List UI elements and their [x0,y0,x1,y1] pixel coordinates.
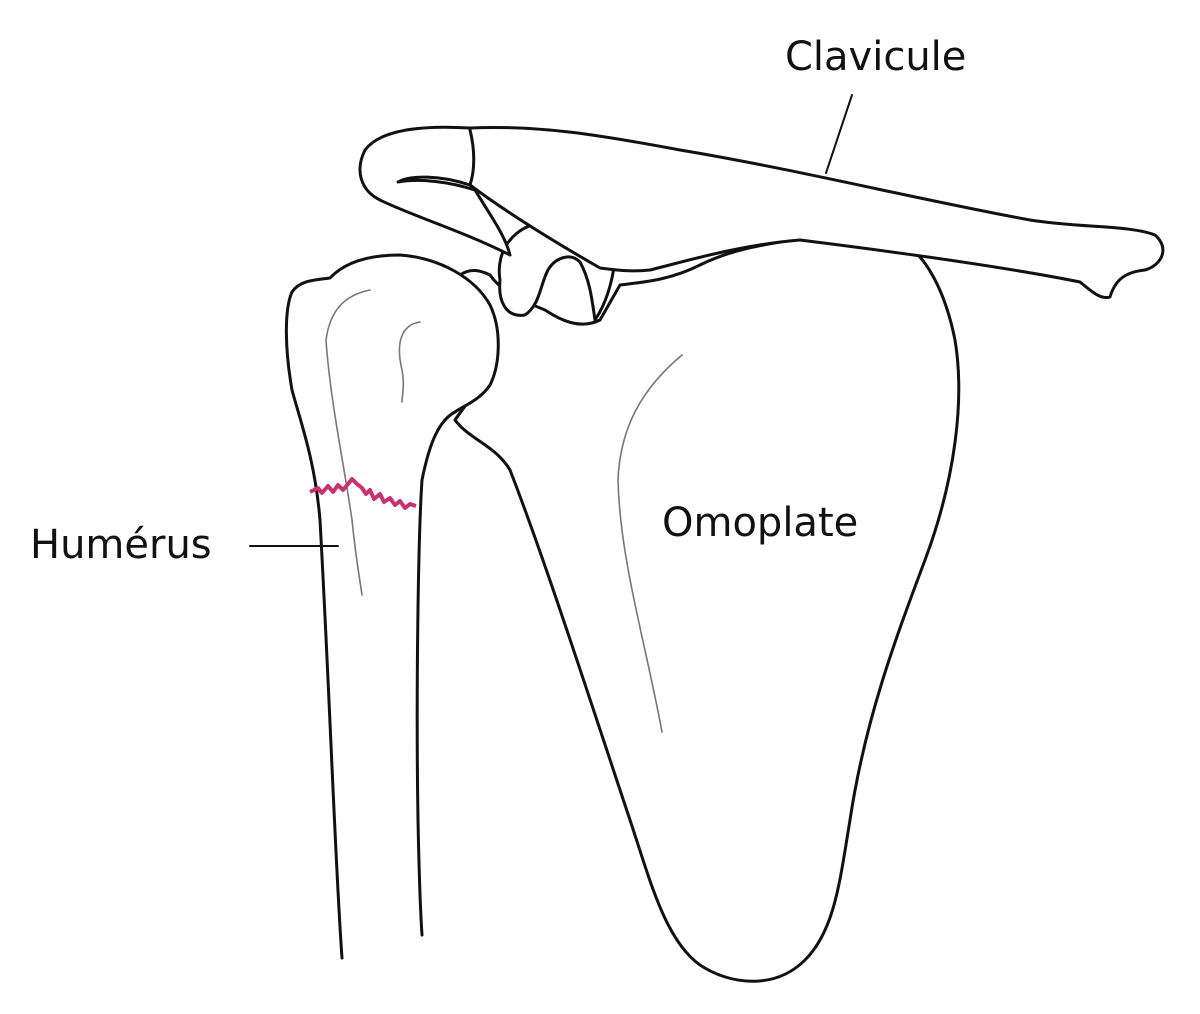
scapula-label: Omoplate [662,500,859,546]
clavicle-joint-line [468,128,476,187]
clavicle-label: Clavicule [785,34,967,80]
humerus-head-inner-line [325,289,371,596]
scapula-shape [453,236,961,983]
scapula-inner-line [617,354,683,733]
humerus-shape [284,253,500,960]
clavicle-leader-line [825,94,853,174]
fracture-line [309,477,417,510]
clavicle-shape [358,125,1165,300]
humerus-label: Humérus [30,522,212,568]
humerus-head-curve [398,321,421,403]
